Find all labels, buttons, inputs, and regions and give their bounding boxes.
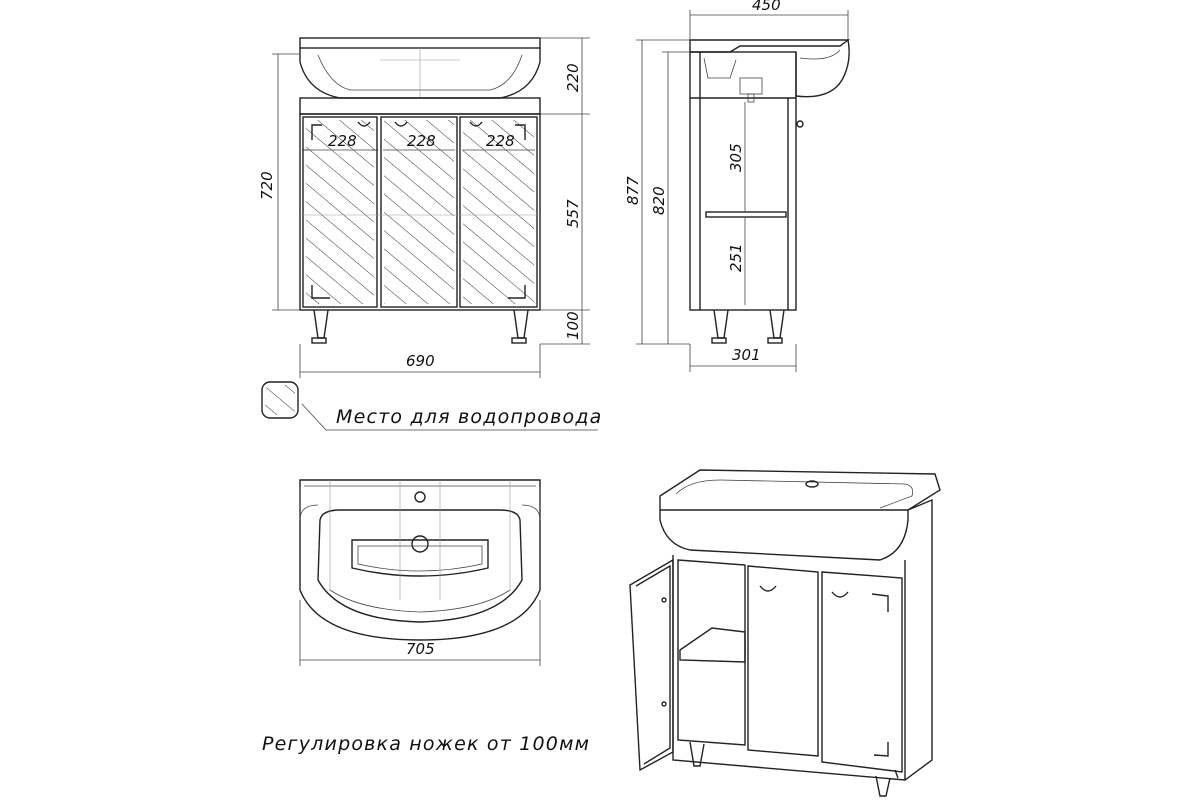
iso-shelf bbox=[679, 627, 746, 663]
iso-legs bbox=[689, 741, 899, 797]
iso-basin-top bbox=[659, 469, 941, 511]
iso-door-open bbox=[629, 558, 674, 772]
top-tap-hole bbox=[414, 491, 426, 503]
dim-basin-height: 220 bbox=[564, 63, 582, 92]
top-bowl bbox=[317, 509, 523, 623]
dim-legs: 100 bbox=[564, 311, 582, 340]
iso-door-middle bbox=[747, 565, 819, 757]
iso-door-right bbox=[821, 571, 903, 773]
side-basin-profile bbox=[689, 39, 851, 53]
front-view: 228 228 228 720 220 557 100 690 bbox=[258, 37, 590, 378]
iso-cabinet-body bbox=[672, 555, 906, 781]
front-door-left bbox=[302, 116, 378, 308]
side-view: 305 251 450 877 820 301 bbox=[624, 0, 851, 372]
front-cabinet-body bbox=[299, 113, 541, 311]
front-door-right bbox=[459, 116, 538, 308]
front-basin-apron bbox=[299, 97, 541, 115]
front-basin-rim bbox=[299, 37, 541, 49]
iso-view bbox=[629, 469, 941, 797]
top-drain-panel bbox=[351, 539, 489, 577]
dim-shelf-lower: 251 bbox=[727, 243, 745, 272]
dim-total-height: 720 bbox=[258, 171, 276, 200]
top-view: 705 bbox=[299, 479, 541, 666]
dim-cabinet-depth: 301 bbox=[732, 346, 761, 364]
legend-swatch bbox=[261, 381, 299, 419]
legend: Место для водопровода bbox=[261, 381, 603, 431]
side-legs bbox=[711, 309, 785, 344]
door-width-label-2: 228 bbox=[407, 132, 436, 150]
dim-depth: 450 bbox=[752, 0, 781, 14]
side-shelf bbox=[705, 211, 787, 218]
dim-cabinet-height: 557 bbox=[564, 199, 582, 228]
dim-shelf-upper: 305 bbox=[727, 143, 745, 172]
dim-width: 690 bbox=[406, 352, 435, 370]
door-width-dimensions: 228 228 228 bbox=[301, 132, 535, 151]
dim-basin-width: 705 bbox=[406, 640, 435, 658]
front-legs bbox=[311, 309, 529, 344]
dim-height: 820 bbox=[650, 186, 668, 215]
top-drain bbox=[411, 535, 429, 553]
footer-note: Регулировка ножек от 100мм bbox=[262, 733, 590, 755]
door-width-label-1: 228 bbox=[328, 132, 357, 150]
dim-overall-height: 877 bbox=[624, 176, 642, 205]
door-width-label-3: 228 bbox=[486, 132, 515, 150]
legend-label: Место для водопровода bbox=[336, 406, 603, 428]
side-cabinet-body bbox=[689, 51, 797, 311]
front-door-middle bbox=[380, 116, 458, 308]
iso-basin-front bbox=[659, 510, 909, 561]
top-basin-outline bbox=[299, 479, 541, 641]
